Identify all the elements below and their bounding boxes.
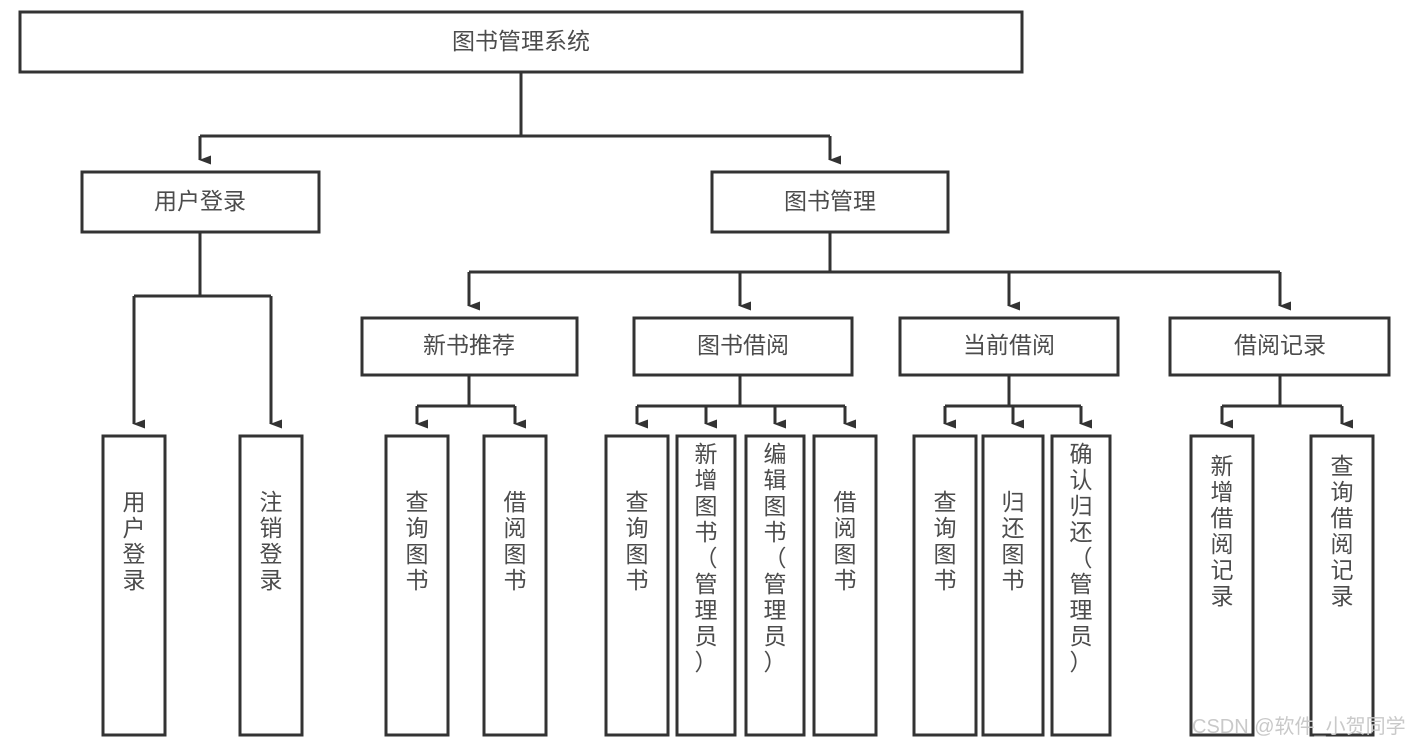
node-leaf-add-record[interactable]: 新增借阅记录 [1189, 434, 1255, 737]
node-borrow-record[interactable]: 借阅记录 [1168, 316, 1391, 377]
node-leaf-user-login-box[interactable] [101, 434, 167, 737]
node-root-box[interactable] [18, 10, 1024, 74]
node-leaf-return-book-label: 归还图书 [1002, 489, 1025, 593]
node-leaf-query-book-1-box[interactable] [384, 434, 450, 737]
node-leaf-borrow-book-2-label: 借阅图书 [834, 489, 857, 593]
connector-group-borrow-record [1220, 375, 1353, 429]
node-leaf-query-book-3-label: 查询图书 [934, 489, 957, 593]
node-user-login-box[interactable] [80, 170, 321, 234]
node-leaf-edit-book-box[interactable] [744, 434, 806, 737]
node-leaf-borrow-book-1-box[interactable] [482, 434, 548, 737]
node-leaf-query-record[interactable]: 查询借阅记录 [1309, 434, 1375, 737]
node-book-management[interactable]: 图书管理 [710, 170, 950, 234]
node-leaf-confirm-return[interactable]: 确认归还（管理员） [1050, 434, 1112, 737]
node-leaf-confirm-return-box[interactable] [1050, 434, 1112, 737]
node-leaf-edit-book-label: 编辑图书（管理员） [764, 441, 787, 675]
node-current-borrow-box[interactable] [898, 316, 1120, 377]
node-leaf-edit-book[interactable]: 编辑图书（管理员） [744, 434, 806, 737]
node-leaf-add-book[interactable]: 新增图书（管理员） [675, 434, 737, 737]
node-leaf-confirm-return-label: 确认归还（管理员） [1070, 441, 1093, 675]
node-leaf-query-book-1[interactable]: 查询图书 [384, 434, 450, 737]
node-leaf-borrow-book-1-label: 借阅图书 [504, 489, 527, 593]
node-leaf-user-login[interactable]: 用户登录 [101, 434, 167, 737]
node-book-borrow-box[interactable] [632, 316, 854, 377]
node-leaf-logout[interactable]: 注销登录 [238, 434, 304, 737]
node-leaf-user-login-label: 用户登录 [123, 489, 146, 593]
node-leaf-return-book[interactable]: 归还图书 [981, 434, 1045, 737]
connector-group-root [198, 72, 841, 165]
node-borrow-record-box[interactable] [1168, 316, 1391, 377]
node-user-login-label: 用户登录 [154, 188, 246, 214]
connector-group-user-login [132, 232, 282, 429]
node-leaf-borrow-book-2-box[interactable] [812, 434, 878, 737]
node-leaf-borrow-book-2[interactable]: 借阅图书 [812, 434, 878, 737]
node-leaf-query-book-2-label: 查询图书 [626, 489, 649, 593]
node-new-book-recommend[interactable]: 新书推荐 [360, 316, 579, 377]
node-leaf-borrow-book-1[interactable]: 借阅图书 [482, 434, 548, 737]
node-book-borrow[interactable]: 图书借阅 [632, 316, 854, 377]
node-leaf-query-book-1-label: 查询图书 [406, 489, 429, 593]
node-leaf-add-book-label: 新增图书（管理员） [695, 441, 718, 675]
node-root-label: 图书管理系统 [452, 28, 590, 54]
node-leaf-query-record-box[interactable] [1309, 434, 1375, 737]
node-book-borrow-label: 图书借阅 [697, 332, 789, 358]
node-leaf-query-book-2-box[interactable] [604, 434, 670, 737]
node-root[interactable]: 图书管理系统 [18, 10, 1024, 74]
node-new-book-recommend-label: 新书推荐 [423, 332, 515, 358]
node-leaf-return-book-box[interactable] [981, 434, 1045, 737]
node-leaf-add-record-box[interactable] [1189, 434, 1255, 737]
connector-group-current-borrow [943, 375, 1092, 429]
node-leaf-query-book-3[interactable]: 查询图书 [912, 434, 978, 737]
connector-group-new-book-recommend [415, 375, 526, 429]
node-leaf-logout-label: 注销登录 [260, 489, 283, 593]
node-borrow-record-label: 借阅记录 [1234, 332, 1326, 358]
node-leaf-add-record-label: 新增借阅记录 [1211, 453, 1234, 609]
node-leaf-query-book-2[interactable]: 查询图书 [604, 434, 670, 737]
node-current-borrow[interactable]: 当前借阅 [898, 316, 1120, 377]
node-new-book-recommend-box[interactable] [360, 316, 579, 377]
node-book-management-box[interactable] [710, 170, 950, 234]
node-leaf-logout-box[interactable] [238, 434, 304, 737]
connector-group-book-borrow [635, 375, 856, 429]
node-leaf-query-record-label: 查询借阅记录 [1331, 453, 1354, 609]
watermark-label: CSDN @软件_小贺同学 [1192, 715, 1405, 738]
node-leaf-query-book-3-box[interactable] [912, 434, 978, 737]
node-current-borrow-label: 当前借阅 [963, 332, 1055, 358]
node-book-management-label: 图书管理 [784, 188, 876, 214]
connector-group-book-management [467, 232, 1291, 311]
node-user-login[interactable]: 用户登录 [80, 170, 321, 234]
node-leaf-add-book-box[interactable] [675, 434, 737, 737]
